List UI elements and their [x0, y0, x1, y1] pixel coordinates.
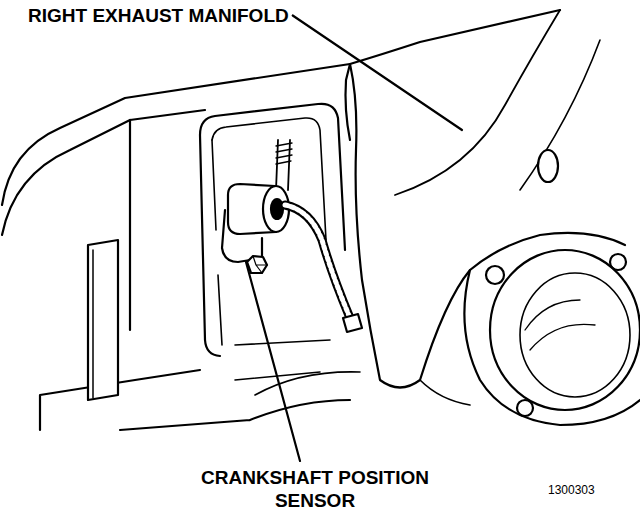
block-face	[130, 110, 205, 330]
flange-bolt-hole	[486, 266, 504, 284]
engine-block	[2, 64, 360, 430]
block-edge	[2, 120, 130, 235]
leader-line	[293, 16, 462, 131]
block-bottom	[120, 400, 350, 430]
flange-bolt-hole	[610, 254, 626, 270]
block-floor	[235, 340, 360, 395]
figure-number: 1300303	[548, 483, 595, 497]
crankshaft-position-sensor	[222, 184, 362, 332]
stud-thread	[276, 143, 292, 164]
flange-port	[490, 250, 640, 410]
block-slot-inner	[92, 250, 94, 398]
sensor-wire-jacket-fill	[285, 205, 350, 318]
block-lower	[40, 370, 200, 430]
pocket-wall-inner	[212, 140, 222, 345]
sensor-connector	[271, 199, 283, 219]
flange-edge	[420, 380, 470, 405]
exhaust-manifold	[346, 10, 640, 425]
sensor-wire-jacket	[285, 205, 350, 318]
pocket-wall	[200, 135, 220, 356]
sensor-bolt	[247, 256, 267, 273]
flange-port-inner	[520, 273, 630, 397]
flange-bolt-hole	[517, 400, 533, 416]
wire-clip	[343, 314, 362, 332]
block-slot	[88, 240, 118, 400]
leader-line	[246, 262, 300, 461]
sensor-bolt-face	[253, 256, 267, 273]
manifold-contour	[520, 40, 600, 190]
part-label: RIGHT EXHAUST MANIFOLD	[28, 4, 289, 27]
mounting-stud	[276, 140, 290, 190]
block-outline	[2, 64, 350, 205]
sensor-pocket	[200, 104, 345, 250]
manifold-boss	[538, 150, 558, 182]
part-label: CRANKSHAFT POSITION SENSOR	[180, 466, 450, 512]
manifold-edge	[346, 64, 351, 140]
port-shading	[525, 300, 595, 350]
